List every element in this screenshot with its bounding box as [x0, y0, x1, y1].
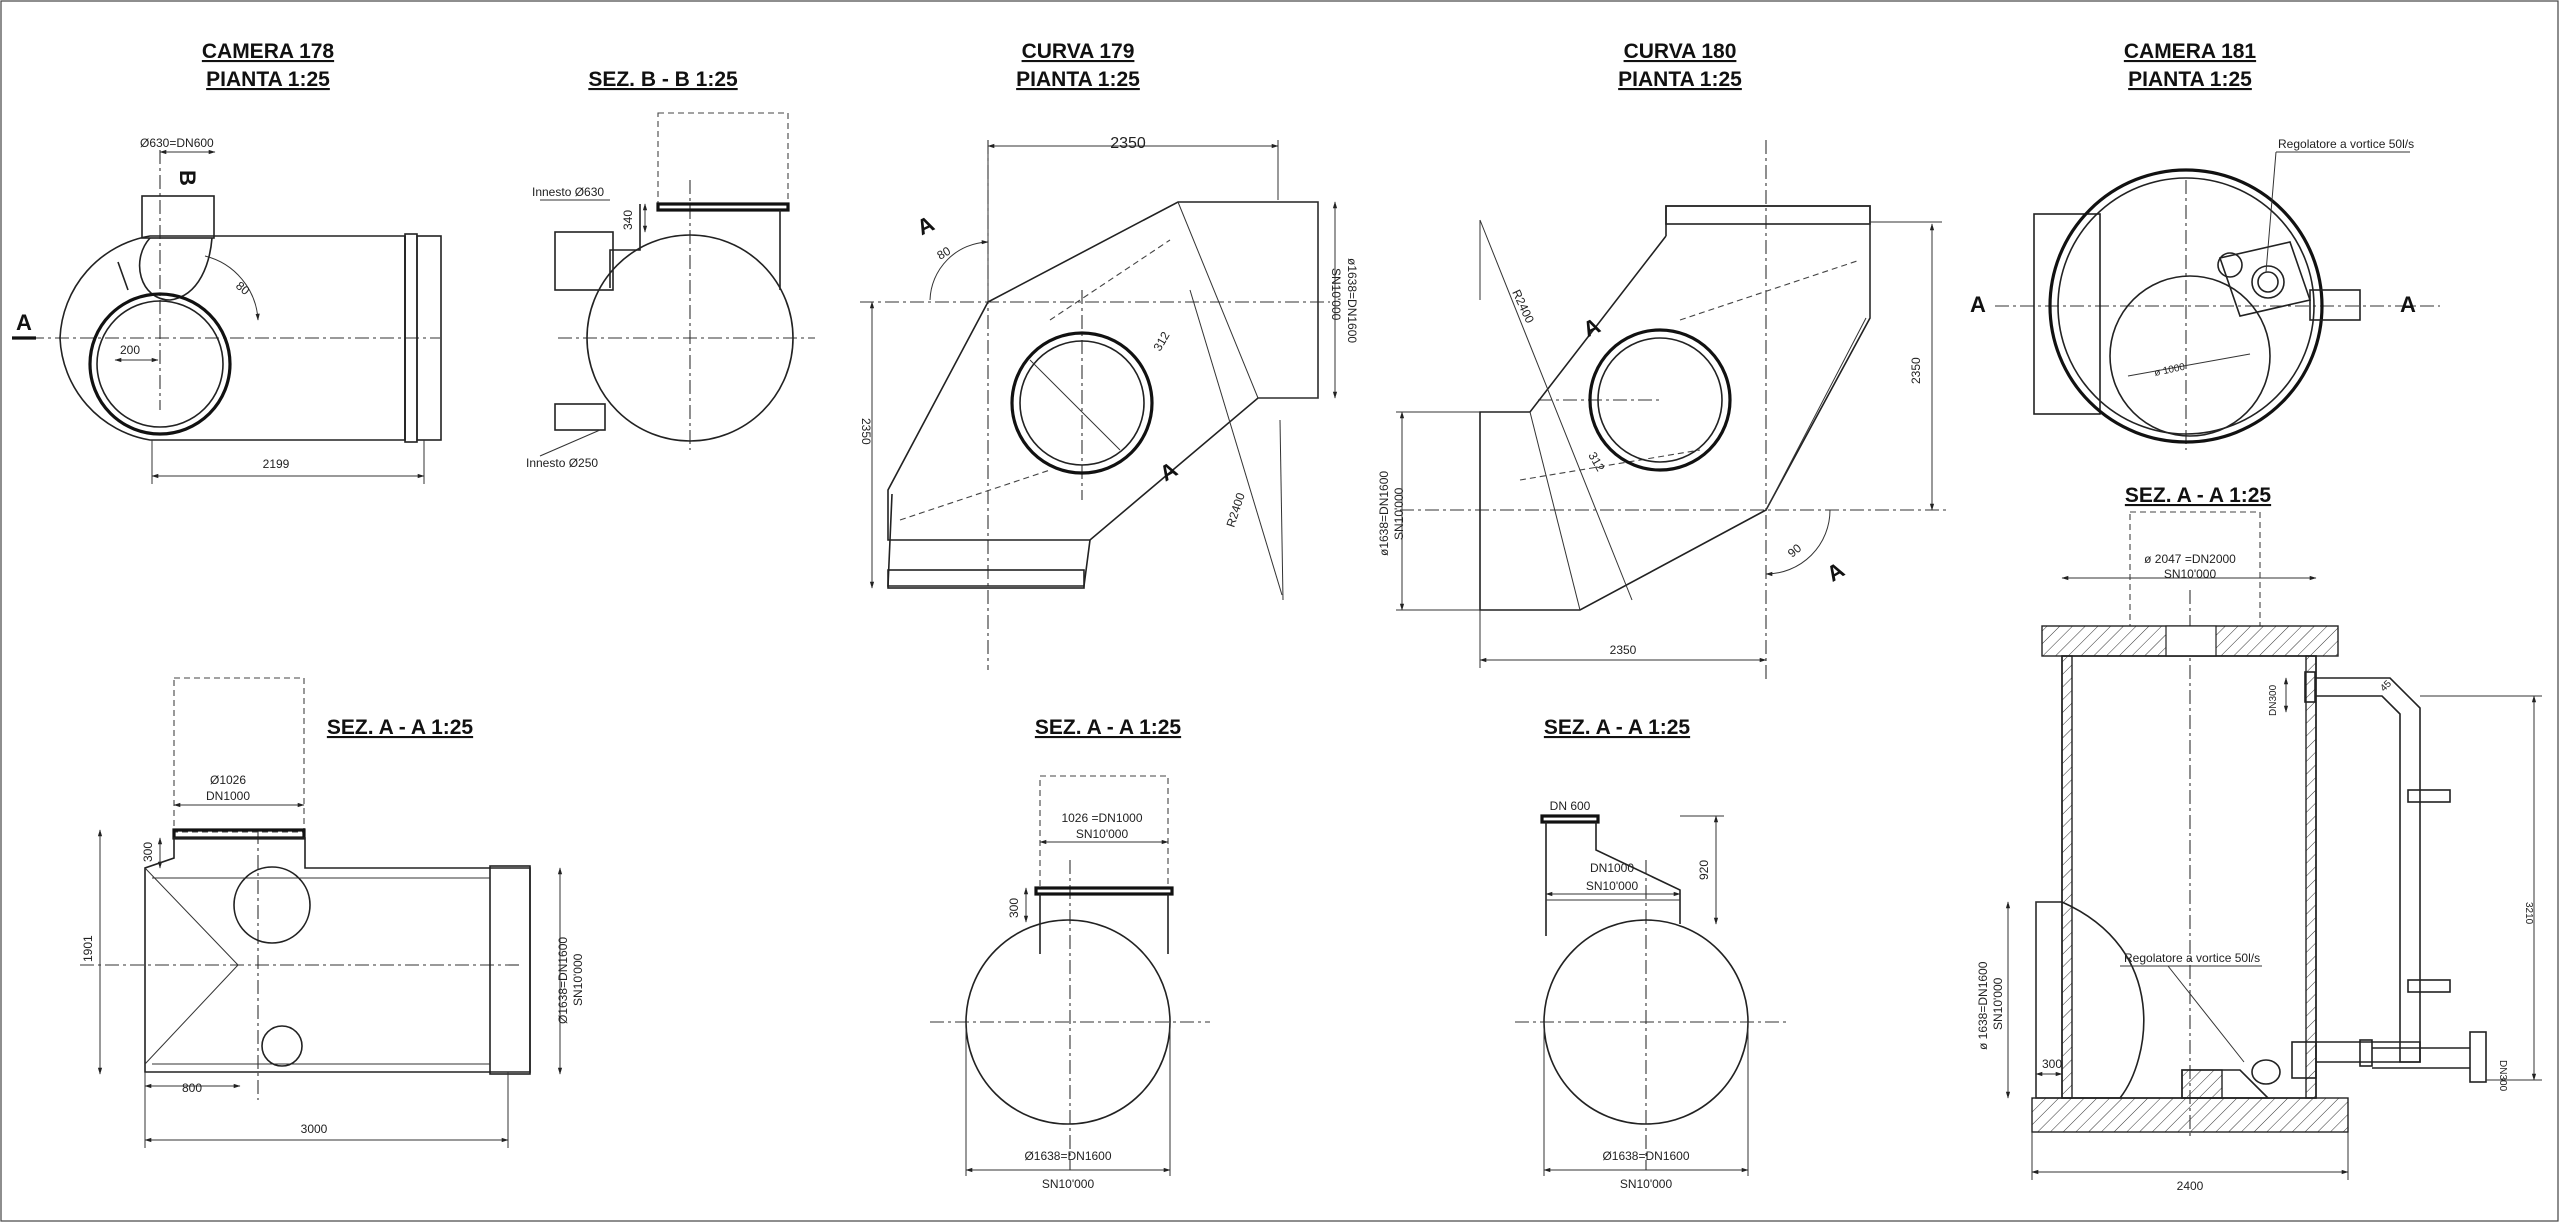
s180-dn1000-label: DN1000 — [1590, 861, 1634, 875]
title-sez-aa-181: SEZ. A - A 1:25 — [2125, 484, 2272, 507]
s178-dn1600-label: Ø1638=DN1600 — [556, 937, 570, 1024]
s181-3210-label: 3210 — [2523, 902, 2534, 925]
c180-marker-a-top: A — [1579, 313, 1604, 342]
c179-dn-label: ø1638=DN1600 — [1345, 258, 1359, 343]
s181-dn300-top-label: DN300 — [2268, 684, 2279, 716]
sez-aa-178-section: Ø1026 DN1000 300 1901 Ø1638=DN1600 SN10'… — [80, 677, 585, 1148]
title-curva180-line1: CURVA 180 — [1624, 40, 1737, 63]
c180-r2400-label: R2400 — [1509, 287, 1537, 325]
s179-sn-top-label: SN10'000 — [1076, 827, 1129, 841]
c180-dn-label: ø1638=DN1600 — [1377, 471, 1391, 556]
c180-marker-a-bottom: A — [1822, 557, 1848, 587]
c178-200-label: 200 — [120, 343, 140, 357]
sez-aa-181-section: Regolatore a vortice 50l/s ø 2047 =DN200… — [1976, 511, 2542, 1193]
titles: CAMERA 178 PIANTA 1:25 SEZ. B - B 1:25 C… — [202, 40, 2272, 739]
s181-sn-left-label: SN10'000 — [1991, 977, 2005, 1030]
title-curva180-line2: PIANTA 1:25 — [1618, 68, 1742, 91]
s179-sn-bottom-label: SN10'000 — [1042, 1177, 1095, 1191]
camera181-plan: ø 1000 Regolatore a vortice 50l/s A A — [1970, 137, 2440, 450]
bb-innesto250-label: Innesto Ø250 — [526, 456, 598, 470]
c180-sn-label: SN10'000 — [1392, 487, 1406, 540]
s179-dn1600-label: Ø1638=DN1600 — [1024, 1149, 1111, 1163]
c178-2199-label: 2199 — [263, 457, 290, 471]
curva180-plan: R2400 312 2350 ø1638=DN1600 SN10'000 90 … — [1377, 140, 1946, 680]
s180-sn-bottom-label: SN10'000 — [1620, 1177, 1673, 1191]
title-curva179-line2: PIANTA 1:25 — [1016, 68, 1140, 91]
s178-sn-label: SN10'000 — [571, 953, 585, 1006]
sez-aa-180-section: DN 600 DN1000 SN10'000 920 Ø1638=DN1600 … — [1515, 799, 1790, 1191]
s181-dn1600-label: ø 1638=DN1600 — [1976, 961, 1990, 1050]
s178-1901-label: 1901 — [81, 935, 95, 962]
c179-80-label: 80 — [935, 244, 954, 263]
c179-2350-left-label: 2350 — [859, 418, 873, 445]
s178-1026-label: Ø1026 — [210, 773, 246, 787]
c180-2350-right-label: 2350 — [1909, 357, 1923, 384]
s180-920-label: 920 — [1697, 860, 1711, 880]
s178-300-label: 300 — [141, 842, 155, 862]
c179-r2400-label: R2400 — [1224, 491, 1248, 529]
c178-angle-label: 80 — [233, 279, 252, 299]
sez-bb-section: Innesto Ø630 Innesto Ø250 340 — [526, 112, 815, 470]
title-sez-aa-179: SEZ. A - A 1:25 — [1035, 716, 1182, 739]
s181-2047-label: ø 2047 =DN2000 — [2144, 552, 2236, 566]
s178-800-label: 800 — [182, 1081, 202, 1095]
c181-marker-a-left: A — [1970, 292, 1986, 317]
c179-312-label: 312 — [1150, 329, 1172, 354]
bb-340-label: 340 — [621, 210, 635, 230]
s179-300-label: 300 — [1007, 898, 1021, 918]
camera178-plan: Ø630=DN600 80 200 2199 A B — [12, 136, 442, 484]
title-camera181-line2: PIANTA 1:25 — [2128, 68, 2252, 91]
s180-sn-top-label: SN10'000 — [1586, 879, 1639, 893]
c178-marker-a: A — [16, 310, 32, 335]
sez-aa-179-section: 1026 =DN1000 SN10'000 300 Ø1638=DN1600 S… — [930, 775, 1210, 1191]
c179-sn-label: SN10'000 — [1329, 268, 1343, 321]
s181-dn300-bottom-label: DN300 — [2497, 1060, 2508, 1092]
s179-1026-label: 1026 =DN1000 — [1061, 811, 1142, 825]
s178-3000-label: 3000 — [301, 1122, 328, 1136]
title-sez-aa-180: SEZ. A - A 1:25 — [1544, 716, 1691, 739]
c181-1000-label: ø 1000 — [2153, 362, 2186, 379]
title-sez-aa-178: SEZ. A - A 1:25 — [327, 716, 474, 739]
s181-300-label: 300 — [2042, 1057, 2062, 1071]
title-sez-bb: SEZ. B - B 1:25 — [588, 68, 738, 91]
title-camera178-line2: PIANTA 1:25 — [206, 68, 330, 91]
c179-2350-top-label: 2350 — [1110, 135, 1146, 152]
c178-pipe-label: Ø630=DN600 — [140, 136, 214, 150]
s178-dn1000-label: DN1000 — [206, 789, 250, 803]
s181-sn-top-label: SN10'000 — [2164, 567, 2217, 581]
title-camera178-line1: CAMERA 178 — [202, 40, 335, 63]
s180-dn1600-label: Ø1638=DN1600 — [1602, 1149, 1689, 1163]
c179-marker-a-top: A — [913, 211, 938, 240]
s181-2400-label: 2400 — [2177, 1179, 2204, 1193]
c180-2350-bottom-label: 2350 — [1610, 643, 1637, 657]
curva179-plan: 2350 80 ø1638=DN1600 SN10'000 312 2350 R… — [859, 135, 1359, 670]
title-curva179-line1: CURVA 179 — [1022, 40, 1135, 63]
c178-marker-b: B — [175, 170, 200, 186]
s181-regolatore-label: Regolatore a vortice 50l/s — [2124, 951, 2260, 965]
c180-90-label: 90 — [1785, 541, 1804, 561]
title-camera181-line1: CAMERA 181 — [2124, 40, 2257, 63]
s180-dn600-label: DN 600 — [1550, 799, 1591, 813]
c180-312-label: 312 — [1585, 450, 1607, 475]
c181-marker-a-right: A — [2400, 292, 2416, 317]
bb-innesto630-label: Innesto Ø630 — [532, 185, 604, 199]
c181-regolatore-label: Regolatore a vortice 50l/s — [2278, 137, 2414, 151]
